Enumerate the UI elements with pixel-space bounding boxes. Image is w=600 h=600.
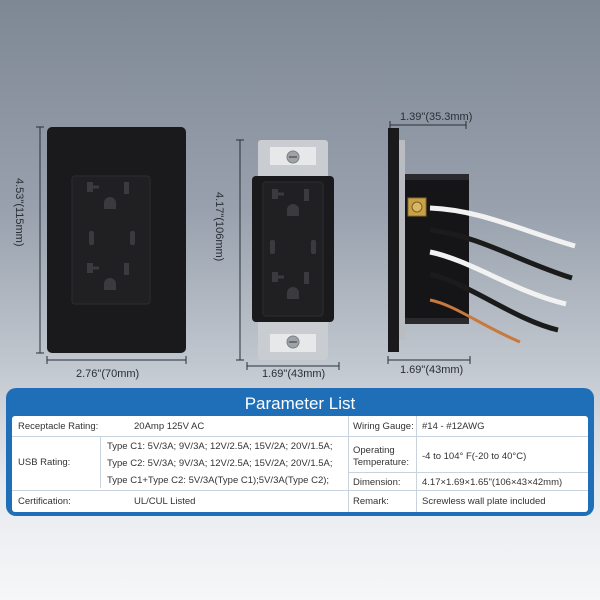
operating-temperature-label: Operating (353, 445, 395, 456)
receptacle-rating-value: 20Amp 125V AC (134, 421, 205, 432)
usb-rating-line: Type C1+Type C2: 5V/3A(Type C1);5V/3A(Ty… (107, 475, 330, 486)
table-row-divider (348, 472, 588, 473)
table-row-divider (12, 436, 588, 437)
usb-rating-line: Type C2: 5V/3A; 9V/3A; 12V/2.5A; 15V/2A;… (107, 458, 333, 469)
outlet-front (252, 140, 334, 360)
remark-value: Screwless wall plate included (422, 496, 546, 507)
remark-label: Remark: (353, 496, 389, 507)
outlet-side-view (388, 128, 576, 352)
plate-width-label: 2.76"(70mm) (76, 368, 140, 380)
outlet-dimension-lines (236, 139, 340, 370)
parameter-panel-title: Parameter List (244, 394, 356, 413)
table-row-divider (12, 490, 588, 491)
usb-rating-label: USB Rating: (18, 457, 71, 468)
side-depth-label: 1.39"(35.3mm) (400, 111, 473, 123)
table-label-divider-left (100, 436, 101, 488)
wall-plate-front (47, 127, 186, 353)
certification-value: UL/CUL Listed (134, 496, 196, 507)
certification-label: Certification: (18, 496, 71, 507)
operating-temperature-value: -4 to 104° F(-20 to 40°C) (422, 451, 527, 462)
outlet-width-label: 1.69"(43mm) (262, 368, 326, 380)
side-dimension-lines (387, 121, 471, 364)
table-label-divider-right (416, 416, 417, 512)
product-illustration (36, 121, 576, 370)
side-width-label: 1.69"(43mm) (400, 364, 464, 376)
wiring-gauge-value: #14 - #12AWG (422, 421, 485, 432)
wiring-gauge-label: Wiring Gauge: (353, 421, 414, 432)
table-column-divider (348, 416, 349, 512)
operating-temperature-label-2: Temperature: (353, 457, 409, 468)
plate-height-label: 4.53"(115mm) (13, 178, 25, 247)
usb-rating-line: Type C1: 5V/3A; 9V/3A; 12V/2.5A; 15V/2A;… (107, 441, 333, 452)
plate-dimension-lines (36, 126, 187, 364)
dimension-value: 4.17×1.69×1.65"(106×43×42mm) (422, 477, 563, 488)
receptacle-rating-label: Receptacle Rating: (18, 421, 99, 432)
outlet-height-label: 4.17"(106mm) (213, 192, 225, 262)
parameter-table (12, 416, 588, 512)
dimension-label: Dimension: (353, 477, 401, 488)
